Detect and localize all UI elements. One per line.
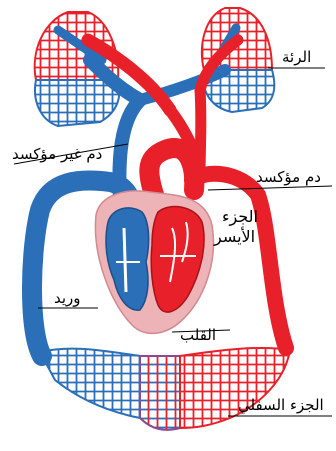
label-lungs: الرئة [282, 48, 311, 66]
lower-body-capillaries [40, 348, 290, 430]
label-lower-part: الجزء السفلي [238, 396, 324, 414]
label-vein: وريد [54, 289, 81, 307]
label-heart: القلب [180, 326, 216, 344]
label-deoxygenated-blood: دم غير مؤكسد [12, 145, 102, 163]
label-left-part-line1: الجزء [222, 208, 258, 226]
label-left-part-line2: الأيسر [214, 228, 255, 246]
heart [95, 191, 213, 333]
label-oxygenated-blood: دم مؤكسد [256, 168, 321, 186]
leader-oxygenated [208, 186, 332, 190]
